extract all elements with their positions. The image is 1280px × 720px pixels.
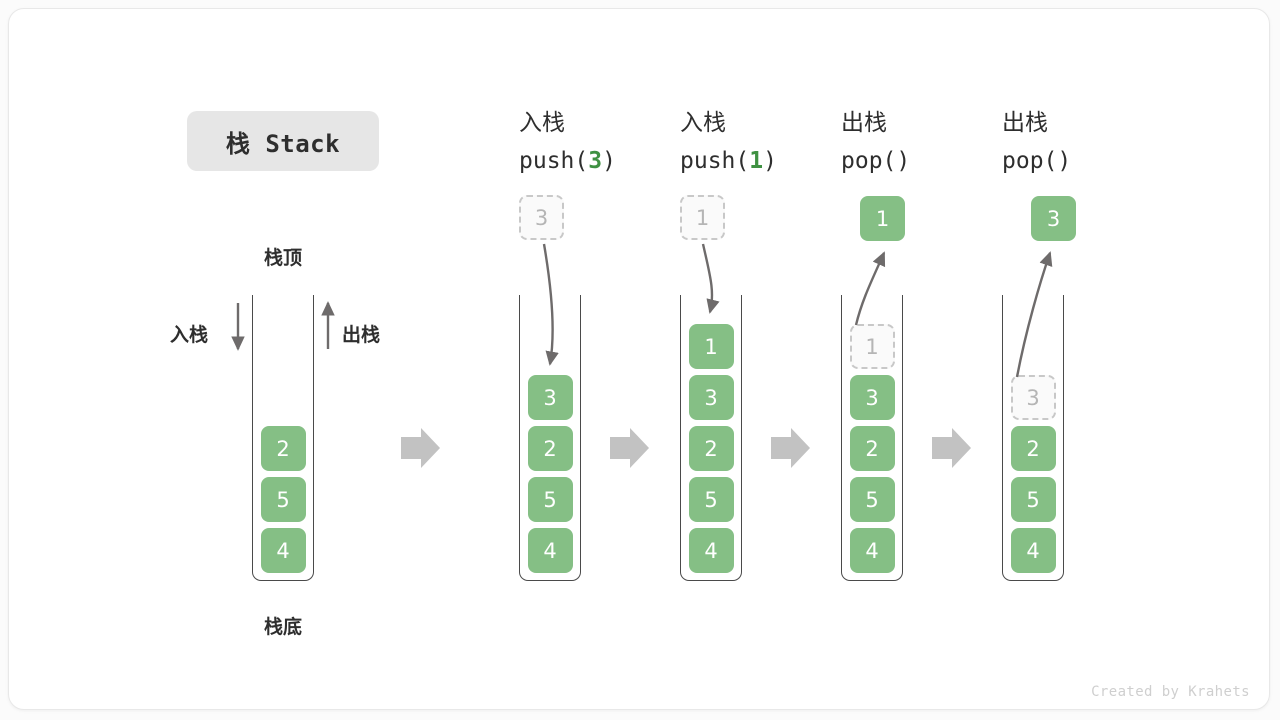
push-source-cell: 3 — [519, 195, 564, 240]
step-heading-code: push(3) — [519, 142, 669, 180]
code-value: 1 — [749, 148, 764, 174]
stack-container-push-1: 4 5 2 3 1 — [680, 295, 742, 581]
stack-cell-removed: 1 — [849, 324, 895, 369]
step-column-push-3: 入栈 push(3) 3 4 5 2 3 — [519, 0, 669, 720]
pop-result-cell: 3 — [1031, 196, 1076, 241]
stack-container-pop-3: 4 5 2 3 — [1002, 295, 1064, 581]
pop-direction-label: 出栈 — [342, 324, 381, 346]
code-prefix: pop( — [1002, 148, 1058, 174]
code-value: 3 — [588, 148, 603, 174]
code-prefix: pop( — [841, 148, 897, 174]
stack-cell: 4 — [527, 528, 573, 573]
stack-cell: 4 — [688, 528, 734, 573]
stack-cell: 1 — [688, 324, 734, 369]
step-heading-push-1: 入栈 push(1) — [680, 104, 830, 180]
step-heading-cn: 入栈 — [519, 110, 565, 136]
stack-cells-initial: 4 5 2 — [253, 423, 313, 576]
step-heading-push-3: 入栈 push(3) — [519, 104, 669, 180]
stack-cell-removed: 3 — [1010, 375, 1056, 420]
stack-cells-push-1: 4 5 2 3 1 — [681, 321, 741, 576]
stack-cell: 4 — [260, 528, 306, 573]
step-heading-cn: 出栈 — [841, 110, 887, 136]
stack-cell: 2 — [1010, 426, 1056, 471]
stack-title-chip: 栈 Stack — [187, 111, 379, 171]
stack-cells-pop-3: 4 5 2 3 — [1003, 372, 1063, 576]
stack-cell: 2 — [260, 426, 306, 471]
code-suffix: ) — [602, 148, 616, 174]
stack-cell: 3 — [688, 375, 734, 420]
step-column-pop-1: 出栈 pop() 1 4 5 2 3 1 — [841, 0, 991, 720]
code-suffix: ) — [896, 148, 911, 174]
push-direction-label: 入栈 — [170, 324, 209, 346]
step-column-pop-3: 出栈 pop() 3 4 5 2 3 — [1002, 0, 1152, 720]
push-source-cell: 1 — [680, 195, 725, 240]
pop-result-cell: 1 — [860, 196, 905, 241]
stack-container-push-3: 4 5 2 3 — [519, 295, 581, 581]
step-heading-cn: 入栈 — [680, 110, 726, 136]
stack-top-label: 栈顶 — [263, 247, 302, 269]
stack-cell: 5 — [688, 477, 734, 522]
stack-container-pop-1: 4 5 2 3 1 — [841, 295, 903, 581]
step-heading-code: pop() — [841, 142, 991, 180]
step-heading-cn: 出栈 — [1002, 110, 1048, 136]
stack-cell: 4 — [1010, 528, 1056, 573]
code-suffix: ) — [763, 148, 777, 174]
stack-cell: 2 — [849, 426, 895, 471]
stack-cell: 2 — [527, 426, 573, 471]
stack-container-initial: 4 5 2 — [252, 295, 314, 581]
credit-text: Created by Krahets — [1091, 684, 1250, 700]
step-column-push-1: 入栈 push(1) 1 4 5 2 3 1 — [680, 0, 830, 720]
stack-cell: 2 — [688, 426, 734, 471]
stack-cell: 3 — [527, 375, 573, 420]
stack-cell: 4 — [849, 528, 895, 573]
stack-cell: 3 — [849, 375, 895, 420]
stack-cell: 5 — [849, 477, 895, 522]
stack-cells-push-3: 4 5 2 3 — [520, 372, 580, 576]
step-heading-code: pop() — [1002, 142, 1152, 180]
stack-bottom-label: 栈底 — [263, 616, 302, 638]
stack-cell: 5 — [527, 477, 573, 522]
code-prefix: push( — [519, 148, 589, 174]
step-heading-pop-3: 出栈 pop() — [1002, 104, 1152, 180]
stack-cell: 5 — [260, 477, 306, 522]
step-heading-pop-1: 出栈 pop() — [841, 104, 991, 180]
code-prefix: push( — [680, 148, 750, 174]
stack-cells-pop-1: 4 5 2 3 1 — [842, 321, 902, 576]
stack-cell: 5 — [1010, 477, 1056, 522]
step-heading-code: push(1) — [680, 142, 830, 180]
code-suffix: ) — [1057, 148, 1072, 174]
